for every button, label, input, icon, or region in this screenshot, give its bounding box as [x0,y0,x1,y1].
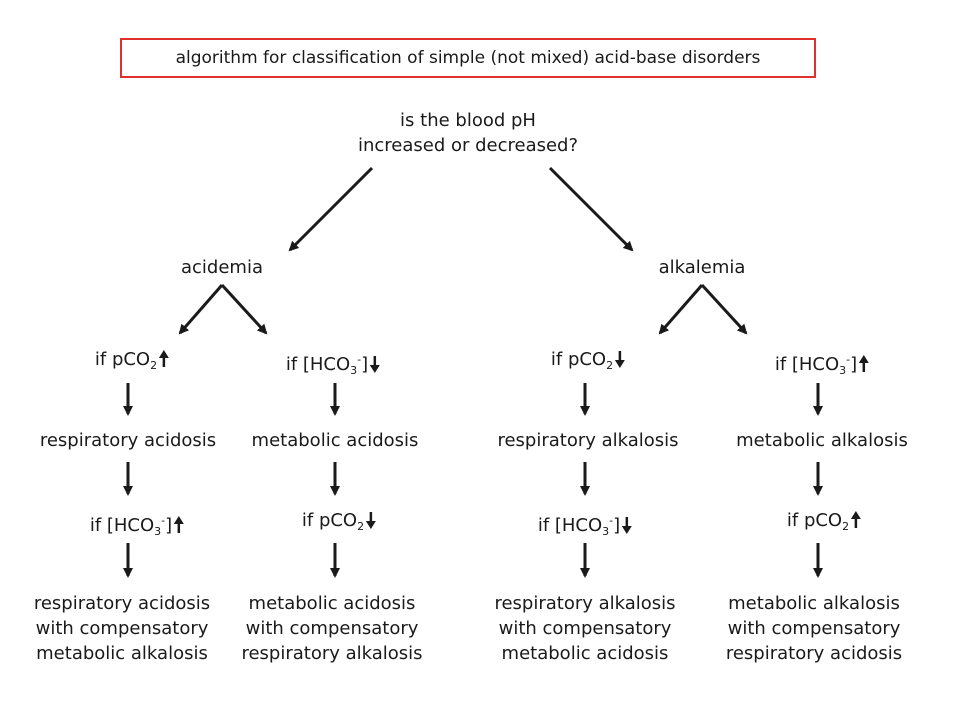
branch-3-result-line-2: with compensatory [498,618,672,639]
arrow-up-icon [174,516,185,533]
branch-2-first-condition: if [HCO3-] [285,347,381,383]
branch-1-result-line-3: metabolic alkalosis [36,643,208,664]
alkalemia-node: alkalemia [658,257,746,278]
pco2-subscript: 2 [842,520,850,533]
hco3-close-bracket: ] [850,354,858,375]
hco3-subscript: 3 [350,364,358,377]
arrow-acidemia-to-branch-1 [178,284,224,335]
pco2-prefix: if pCO [786,510,843,531]
branch-3-result-line-1: respiratory alkalosis [494,593,676,614]
hco3-charge: - [357,353,362,366]
pco2-subscript: 2 [150,359,158,372]
hco3-close-bracket: ] [613,515,621,536]
arrow-down-icon [366,512,377,529]
branch-1-result-line-2: with compensatory [35,618,209,639]
hco3-subscript: 3 [602,525,610,538]
acidemia-node: acidemia [181,257,263,278]
branch-1-result-line-1: respiratory acidosis [33,593,211,614]
branch-1-first-condition: if pCO2 [94,347,170,378]
root-question-line-1: is the blood pH [400,110,536,131]
pco2-subscript: 2 [606,359,614,372]
hco3-charge: - [609,514,614,527]
branch-3-result-line-3: metabolic acidosis [501,643,669,664]
hco3-close-bracket: ] [165,515,173,536]
branch-4-result: metabolic alkalosis with compensatory re… [726,591,902,666]
branch-4-result-line-1: metabolic alkalosis [728,593,900,614]
branch-4-result-line-3: respiratory acidosis [725,643,903,664]
diagram-title: algorithm for classification of simple (… [120,38,816,78]
arrow-acidemia-to-branch-2 [220,283,268,335]
arrow-up-icon [859,355,870,372]
branch-1-second-condition: if [HCO3-] [89,508,185,544]
hco3-prefix: if [HCO [774,354,840,375]
pco2-prefix: if pCO [94,349,151,370]
hco3-charge: - [161,514,166,527]
pco2-prefix: if pCO [550,349,607,370]
branch-4-first-condition: if [HCO3-] [774,347,870,383]
branch-2-result-line-1: metabolic acidosis [248,593,416,614]
root-question: is the blood pH increased or decreased? [358,108,578,158]
branch-3-second-condition: if [HCO3-] [537,508,633,544]
hco3-prefix: if [HCO [89,515,155,536]
branch-2-result: metabolic acidosis with compensatory res… [241,591,422,666]
branch-4-disorder: metabolic alkalosis [736,430,908,451]
branch-1-disorder: respiratory acidosis [39,430,217,451]
branch-2-disorder: metabolic acidosis [251,430,419,451]
hco3-subscript: 3 [154,525,162,538]
root-question-line-2: increased or decreased? [357,135,579,156]
pco2-prefix: if pCO [301,510,358,531]
branch-3-disorder: respiratory alkalosis [497,430,679,451]
branch-2-result-line-3: respiratory alkalosis [241,643,423,664]
hco3-subscript: 3 [839,364,847,377]
branch-2-second-condition: if pCO2 [301,508,377,539]
hco3-charge: - [846,353,851,366]
arrow-down-icon [615,351,626,368]
hco3-prefix: if [HCO [285,354,351,375]
pco2-subscript: 2 [357,520,365,533]
arrow-alkalemia-to-branch-4 [700,283,748,335]
hco3-close-bracket: ] [361,354,369,375]
arrow-root-to-alkalemia [548,166,634,252]
arrow-up-icon [851,511,862,528]
arrow-up-icon [159,350,170,367]
arrow-down-icon [370,356,381,373]
arrow-alkalemia-to-branch-3 [658,284,704,335]
branch-3-first-condition: if pCO2 [550,347,626,378]
branch-3-result: respiratory alkalosis with compensatory … [494,591,675,666]
arrow-down-icon [622,517,633,534]
branch-2-result-line-2: with compensatory [245,618,419,639]
branch-4-second-condition: if pCO2 [786,508,862,539]
hco3-prefix: if [HCO [537,515,603,536]
branch-4-result-line-2: with compensatory [727,618,901,639]
branch-1-result: respiratory acidosis with compensatory m… [34,591,210,666]
arrow-root-to-acidemia [288,166,374,252]
